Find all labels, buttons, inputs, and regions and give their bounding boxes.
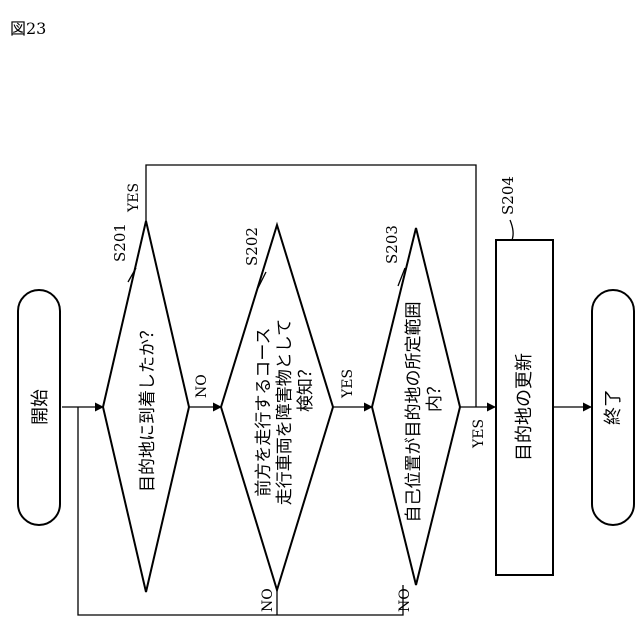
figure-label: 図23 [10, 19, 46, 38]
s201-text: 目的地に到着したか？ [138, 322, 158, 492]
s204-text: 目的地の更新 [514, 353, 535, 461]
start-text: 開始 [30, 389, 51, 425]
s202-yes-label: YES [340, 369, 356, 399]
s202-text-line1: 前方を走行するコース [254, 327, 274, 496]
s201-yes-label: YES [126, 183, 142, 213]
s203-text-line2: 内？ [425, 378, 445, 412]
s201-no-label: NO [194, 374, 210, 398]
s203-step-label: S203 [383, 225, 401, 264]
s204-leader [510, 220, 513, 240]
s202-step-label: S202 [243, 227, 261, 266]
end-text: 終了 [603, 389, 624, 425]
s203-no-label: NO [397, 588, 413, 612]
s201-step-label: S201 [111, 223, 129, 262]
s202-no-label: NO [260, 588, 276, 612]
s203-text-line1: 自己位置が目的地の所定範囲 [404, 302, 424, 523]
s202-text-line2: 走行車両を障害物として [275, 319, 295, 506]
s202-text-line3: 検知？ [296, 361, 316, 412]
s204-step-label: S204 [499, 176, 517, 215]
s203-yes-label: YES [471, 419, 487, 449]
